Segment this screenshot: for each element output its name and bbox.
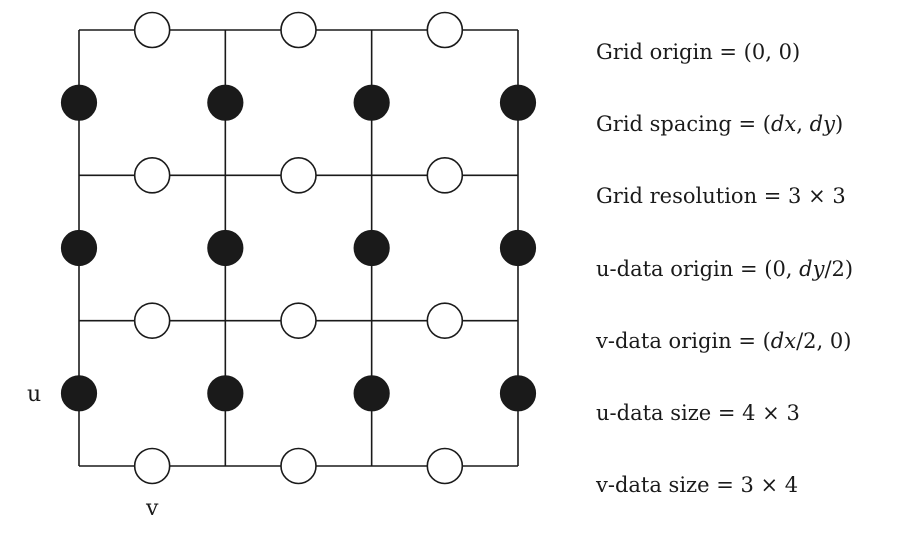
v-point [133,302,171,339]
u-point [499,229,537,267]
v-point [133,157,171,194]
info-text-part: , [796,112,810,137]
v-point [426,157,464,194]
info-u-data-size: u-data size = 4 × 3 [596,393,901,465]
v-point [133,447,171,485]
grid-lines [78,29,519,467]
u-point [499,375,537,412]
grid-diagram [60,11,537,485]
info-grid-resolution: Grid resolution = 3 × 3 [596,176,901,248]
info-text-part: v-data size = 3 × 4 [596,473,799,498]
info-v-data-size: v-data size = 3 × 4 [596,465,901,537]
info-text-part: dx [770,328,797,353]
u-point-label: u [27,382,42,407]
v-point [133,11,171,49]
info-text-part: /2, 0) [796,328,852,353]
info-text-part: Grid origin = (0, 0) [596,40,801,64]
v-point [280,302,317,339]
u-point [353,84,390,121]
v-points [133,11,464,485]
u-point [499,84,537,121]
v-point [426,11,464,49]
info-text-part: v-data origin = ( [596,328,771,353]
v-point [280,11,317,49]
v-point [426,447,464,485]
v-point [280,157,317,194]
u-point [353,375,390,412]
info-grid-origin: Grid origin = (0, 0) [596,32,901,104]
u-point [353,229,390,267]
u-point [60,375,98,412]
info-text-part: /2) [824,256,854,281]
u-point [207,84,244,121]
info-u-data-origin: u-data origin = (0, dy/2) [596,249,901,321]
info-text-part: dy [809,112,835,137]
u-point [207,229,244,267]
info-text-part: u-data origin = (0, [596,256,800,281]
info-text-part: dy [799,256,825,281]
v-point [280,447,317,485]
info-v-data-origin: v-data origin = (dx/2, 0) [596,321,901,393]
info-text-part: ) [834,112,844,137]
info-text-part: Grid resolution = 3 × 3 [596,184,846,209]
info-text-part: Grid spacing = ( [596,112,771,137]
info-text-part: dx [770,112,797,137]
v-point [426,302,464,339]
u-point [207,375,244,412]
grid-info-panel: Grid origin = (0, 0) Grid spacing = (dx, … [596,32,901,537]
info-text-part: u-data size = 4 × 3 [596,400,800,425]
info-grid-spacing: Grid spacing = (dx, dy) [596,104,901,176]
u-point [60,84,98,121]
u-points [60,84,537,412]
u-point [60,229,98,267]
v-point-label: v [146,496,159,521]
